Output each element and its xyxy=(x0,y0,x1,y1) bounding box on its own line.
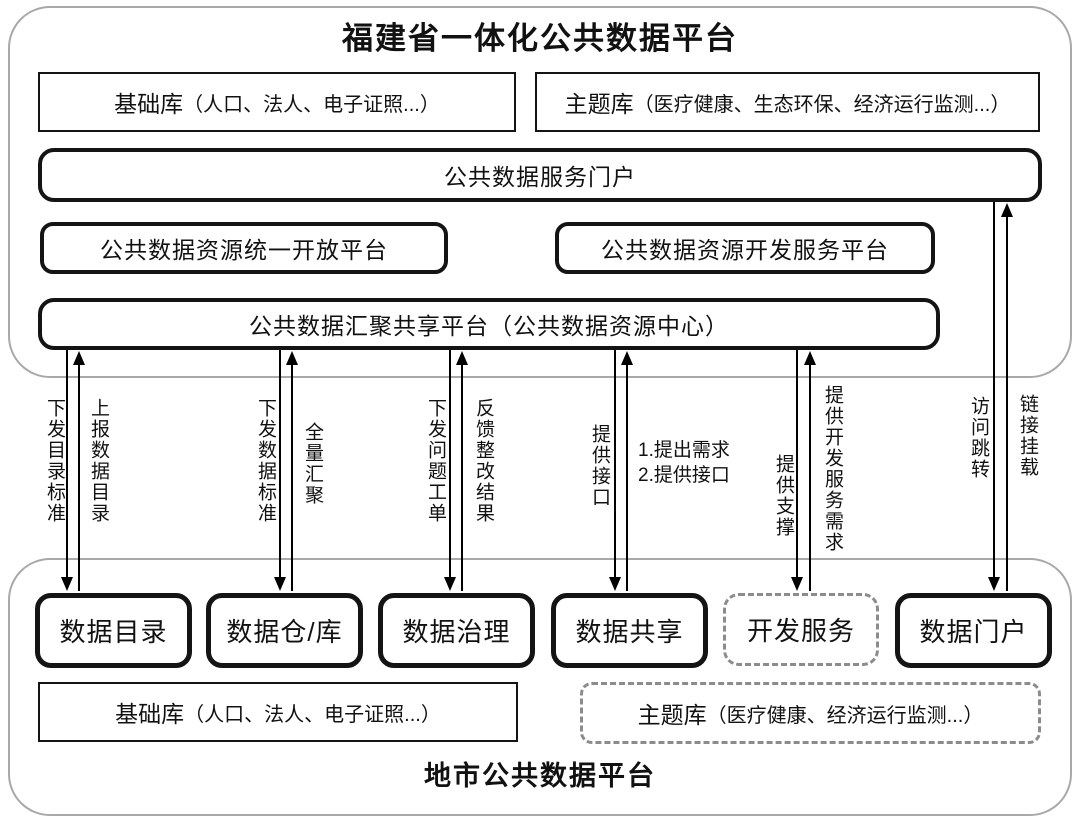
flow-sharing-down-label: 提供接口 xyxy=(589,424,610,508)
module-box-data-portal: 数据门户 xyxy=(895,593,1052,668)
flow-warehouse-up-label: 全量汇聚 xyxy=(302,422,323,506)
city-platform-title: 地市公共数据平台 xyxy=(424,761,656,791)
unified-open-platform-box: 公共数据资源统一开放平台 xyxy=(40,222,448,274)
module-label-data-catalog: 数据目录 xyxy=(59,617,168,647)
flow-catalog-down-label: 下发目录标准 xyxy=(44,398,65,524)
module-box-data-governance: 数据治理 xyxy=(378,593,535,668)
module-box-data-catalog: 数据目录 xyxy=(35,593,192,668)
province-base-library-name: 基础库 xyxy=(114,91,184,117)
flow-sharing-up-label-line2: 2.提供接口 xyxy=(638,465,730,486)
city-base-library-name: 基础库 xyxy=(115,701,185,727)
data-hub-platform-label: 公共数据汇聚共享平台（公共数据资源中心） xyxy=(249,313,729,339)
public-data-service-portal-bar: 公共数据服务门户 xyxy=(38,148,1042,202)
service-portal-label: 公共数据服务门户 xyxy=(444,164,636,190)
province-theme-library-name: 主题库 xyxy=(564,91,634,117)
flow-governance-down-label: 下发问题工单 xyxy=(425,398,446,524)
province-theme-library-box: 主题库（医疗健康、生态环保、经济运行监测...） xyxy=(535,72,1040,132)
module-box-data-warehouse: 数据仓/库 xyxy=(206,593,363,668)
province-theme-library-detail: （医疗健康、生态环保、经济运行监测...） xyxy=(633,93,1011,116)
module-label-data-sharing: 数据共享 xyxy=(575,617,684,647)
unified-open-platform-label: 公共数据资源统一开放平台 xyxy=(100,237,388,263)
flow-sharing-up-label-line1: 1.提出需求 xyxy=(638,440,730,461)
city-base-library-box: 基础库（人口、法人、电子证照...） xyxy=(38,682,518,742)
module-label-data-governance: 数据治理 xyxy=(402,617,511,647)
province-platform-title: 福建省一体化公共数据平台 xyxy=(342,21,738,56)
module-box-data-sharing: 数据共享 xyxy=(551,593,708,668)
flow-catalog-up-label: 上报数据目录 xyxy=(88,398,109,524)
city-theme-library-detail: （医疗健康、经济运行监测...） xyxy=(706,704,984,727)
flow-governance-up-label: 反馈整改结果 xyxy=(473,398,494,524)
city-theme-library-box: 主题库（医疗健康、经济运行监测...） xyxy=(580,682,1041,744)
module-label-data-warehouse: 数据仓/库 xyxy=(226,617,343,647)
flow-portal-down-label: 访问跳转 xyxy=(968,396,989,480)
flow-portal-up-label: 链接挂载 xyxy=(1017,394,1038,478)
city-base-library-detail: （人口、法人、电子证照...） xyxy=(184,703,441,726)
module-box-dev-service: 开发服务 xyxy=(723,593,879,666)
flow-warehouse-down-label: 下发数据标准 xyxy=(255,398,276,524)
data-hub-platform-bar: 公共数据汇聚共享平台（公共数据资源中心） xyxy=(38,298,940,350)
module-label-dev-service: 开发服务 xyxy=(746,616,855,646)
dev-service-platform-box: 公共数据资源开发服务平台 xyxy=(555,222,935,274)
province-base-library-detail: （人口、法人、电子证照...） xyxy=(183,93,440,116)
flow-development-up-label: 提供开发服务需求 xyxy=(822,385,843,553)
province-base-library-box: 基础库（人口、法人、电子证照...） xyxy=(38,72,516,132)
module-label-data-portal: 数据门户 xyxy=(919,617,1028,647)
city-theme-library-name: 主题库 xyxy=(637,702,707,728)
dev-service-platform-label: 公共数据资源开发服务平台 xyxy=(601,237,889,263)
flow-development-down-label: 提供支撑 xyxy=(773,454,794,538)
flow-sharing-up-label: 1.提出需求 2.提供接口 xyxy=(638,438,730,488)
